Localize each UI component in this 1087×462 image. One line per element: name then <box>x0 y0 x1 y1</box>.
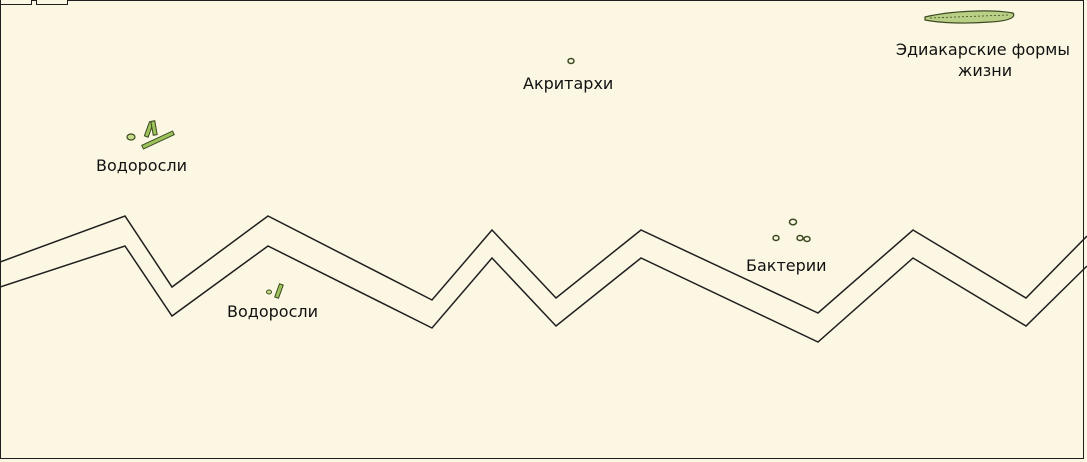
label-bacteria: Бактерии <box>746 256 827 276</box>
acritarch-icon <box>568 59 574 64</box>
label-acritarchs: Акритархи <box>523 74 613 94</box>
ediacaran-fossil-icon <box>925 11 1014 23</box>
algae-icon <box>267 284 284 299</box>
algae-icon <box>127 121 174 149</box>
label-ediacaran-line1: Эдиакарские формы <box>870 40 1070 60</box>
label-ediacaran-line2: жизни <box>945 61 1025 81</box>
bacteria-icon <box>773 219 810 241</box>
label-algae-upper: Водоросли <box>96 156 187 176</box>
label-algae-lower: Водоросли <box>227 302 318 322</box>
zigzag-boundary-lower <box>0 246 1087 342</box>
